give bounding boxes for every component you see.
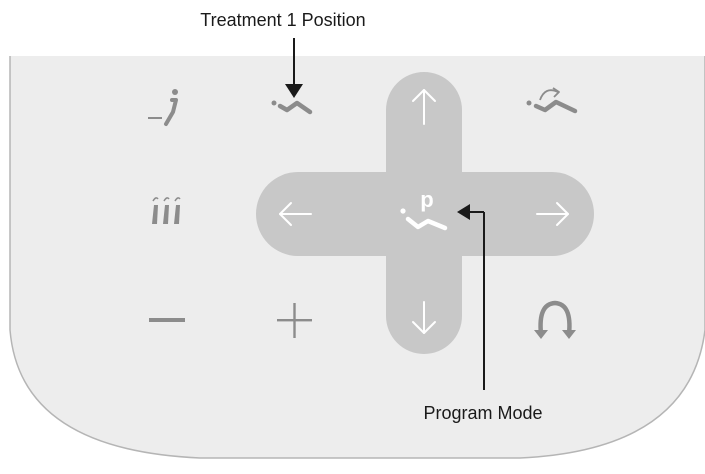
minus-button[interactable]: [149, 318, 185, 322]
seat-position-button[interactable]: [148, 89, 178, 126]
treatment-2-position-icon: [526, 87, 578, 114]
plus-button[interactable]: [277, 303, 312, 338]
treatment-2-position-button[interactable]: [526, 87, 578, 114]
treatment-1-callout-arrowhead: [285, 84, 303, 98]
dpad: [256, 72, 594, 354]
arrow-down-icon[interactable]: [412, 301, 436, 334]
program-mode-label: Program Mode: [423, 403, 542, 423]
keypad-panel: [9, 56, 705, 459]
plus-icon: [277, 303, 312, 338]
treatment-1-position-icon: [271, 100, 313, 115]
arrow-up-icon[interactable]: [412, 89, 436, 125]
arrow-left-icon[interactable]: [279, 202, 312, 226]
treatment-1-position-button[interactable]: [271, 100, 313, 115]
heat-warmer-icon: [152, 197, 181, 224]
cycle-rotate-button[interactable]: [534, 300, 576, 339]
program-mode-icon: p: [400, 187, 448, 231]
treatment-1-position-label: Treatment 1 Position: [200, 10, 365, 30]
minus-icon: [149, 318, 185, 322]
cycle-rotate-icon: [534, 300, 576, 339]
program-mode-button[interactable]: p: [400, 187, 448, 231]
heat-warmer-button[interactable]: [152, 197, 181, 224]
arrow-right-icon[interactable]: [536, 202, 569, 226]
program-mode-callout-arrowhead: [457, 204, 470, 220]
seat-position-icon: [148, 89, 178, 126]
program-mode-letter: p: [420, 187, 433, 212]
